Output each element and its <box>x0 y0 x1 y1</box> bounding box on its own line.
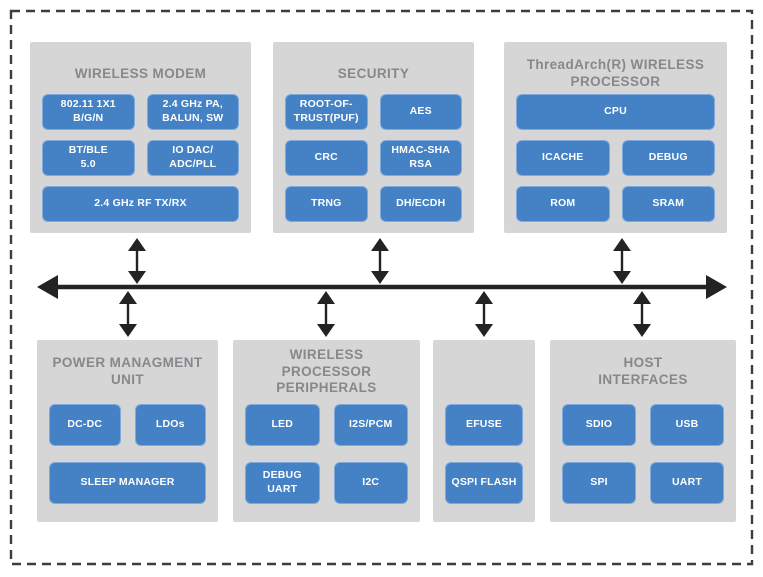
connector-wireless-modem-icon <box>128 238 146 284</box>
sub-block: HMAC-SHA RSA <box>379 140 462 176</box>
sub-block-grid: DC-DC LDOs SLEEP MANAGER <box>49 404 206 504</box>
block-title: SECURITY <box>337 65 410 81</box>
connector-security-icon <box>371 238 389 284</box>
sub-block: SPI <box>562 462 636 504</box>
sub-block: CRC <box>285 140 368 176</box>
sub-block: UART <box>650 462 724 504</box>
block-host-interfaces: HOST INTERFACES SDIO USB SPI UART <box>550 340 736 522</box>
block-power-management-unit: POWER MANAGMENT UNIT DC-DC LDOs SLEEP MA… <box>37 340 218 522</box>
sub-block: SDIO <box>562 404 636 446</box>
sub-block: LDOs <box>134 404 206 446</box>
sub-block-grid: LED I2S/PCM DEBUG UART I2C <box>245 404 408 504</box>
sub-block: LED <box>245 404 320 446</box>
sub-block: DEBUG <box>621 140 715 176</box>
sub-block: 2.4 GHz PA, BALUN, SW <box>146 94 239 130</box>
sub-block-grid: EFUSE QSPI FLASH <box>445 404 523 504</box>
sub-block: DEBUG UART <box>245 462 320 504</box>
block-title: HOST INTERFACES <box>598 355 688 387</box>
block-threadarch-wireless-processor: ThreadArch(R) WIRELESS PROCESSOR CPU ICA… <box>504 42 727 233</box>
connector-host-interfaces-icon <box>633 291 651 337</box>
block-security: SECURITY ROOT-OF- TRUST(PUF) AES CRC HMA… <box>273 42 474 233</box>
sub-block-grid: CPU ICACHE DEBUG ROM SRAM <box>516 94 715 222</box>
sub-block: DC-DC <box>49 404 121 446</box>
sub-block-grid: 802.11 1X1 B/G/N 2.4 GHz PA, BALUN, SW B… <box>42 94 239 222</box>
block-wireless-modem: WIRELESS MODEM 802.11 1X1 B/G/N 2.4 GHz … <box>30 42 251 233</box>
sub-block: ROOT-OF- TRUST(PUF) <box>285 94 368 130</box>
block-title <box>445 352 523 392</box>
sub-block: SLEEP MANAGER <box>49 462 206 504</box>
sub-block: IO DAC/ ADC/PLL <box>146 140 239 176</box>
connector-peripherals-icon <box>317 291 335 337</box>
sub-block: TRNG <box>285 186 368 222</box>
dashed-frame-border-icon <box>9 9 754 566</box>
block-efuse-qspi: EFUSE QSPI FLASH <box>433 340 535 522</box>
sub-block: CPU <box>516 94 715 130</box>
block-wireless-processor-peripherals: WIRELESS PROCESSOR PERIPHERALS LED I2S/P… <box>233 340 420 522</box>
sub-block: ICACHE <box>516 140 610 176</box>
sub-block: SRAM <box>621 186 715 222</box>
sub-block: ROM <box>516 186 610 222</box>
sub-block: BT/BLE 5.0 <box>42 140 135 176</box>
sub-block: I2S/PCM <box>333 404 408 446</box>
sub-block: USB <box>650 404 724 446</box>
system-bus-double-arrow-icon <box>37 275 727 299</box>
connector-threadarch-icon <box>613 238 631 284</box>
block-title: ThreadArch(R) WIRELESS PROCESSOR <box>526 57 705 89</box>
block-title: WIRELESS PROCESSOR PERIPHERALS <box>276 346 377 396</box>
connector-efuse-icon <box>475 291 493 337</box>
block-title: WIRELESS MODEM <box>74 65 207 81</box>
sub-block: I2C <box>333 462 408 504</box>
sub-block: 802.11 1X1 B/G/N <box>42 94 135 130</box>
sub-block: QSPI FLASH <box>445 462 523 504</box>
sub-block: 2.4 GHz RF TX/RX <box>42 186 239 222</box>
sub-block-grid: SDIO USB SPI UART <box>562 404 724 504</box>
sub-block-grid: ROOT-OF- TRUST(PUF) AES CRC HMAC-SHA RSA… <box>285 94 462 222</box>
sub-block: EFUSE <box>445 404 523 446</box>
sub-block: DH/ECDH <box>379 186 462 222</box>
block-title: POWER MANAGMENT UNIT <box>52 355 203 387</box>
connector-power-management-icon <box>119 291 137 337</box>
sub-block: AES <box>379 94 462 130</box>
